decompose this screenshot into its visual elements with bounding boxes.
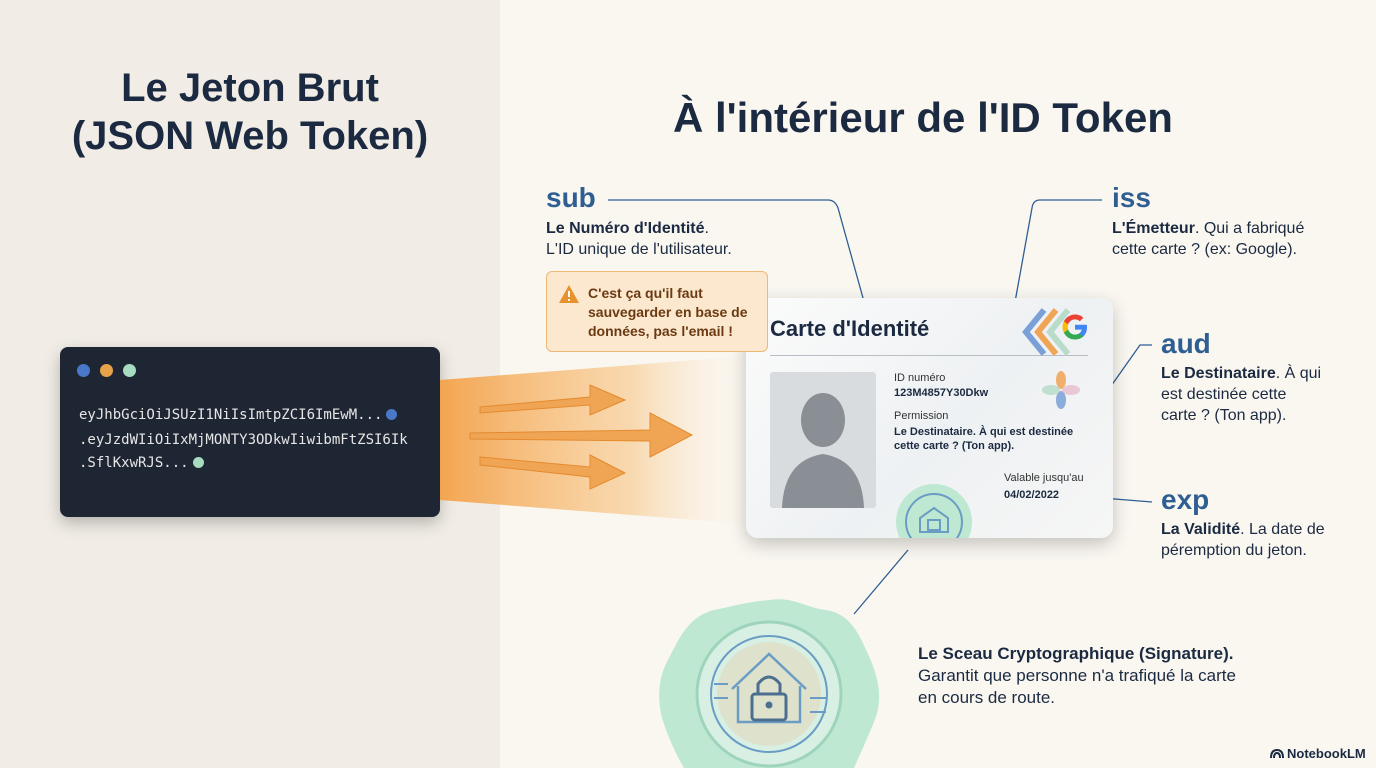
warning-callout: C'est ça qu'il faut sauvegarder en base … — [546, 271, 768, 352]
exp-claim-key: exp — [1161, 484, 1210, 515]
signature-marker-icon — [192, 457, 204, 468]
exp-claim-description: La Validité. La date de péremption du je… — [1161, 519, 1361, 561]
header-marker-icon — [386, 409, 398, 420]
signature-line3: en cours de route. — [918, 688, 1056, 707]
small-seal-icon — [896, 484, 972, 538]
notebooklm-brand: NotebookLM — [1270, 746, 1366, 761]
exp-claim-line1: La Validité. La date de — [1161, 519, 1361, 540]
aud-claim-name: Le Destinataire — [1161, 365, 1276, 382]
aud-claim-suffix: . À qui — [1275, 365, 1322, 382]
sub-claim-key: sub — [546, 182, 596, 213]
iss-claim-suffix: . Qui a fabriqué — [1194, 220, 1305, 237]
window-dot-orange — [100, 364, 113, 377]
iss-claim-key: iss — [1112, 182, 1151, 213]
warning-line2: sauvegarder en base de — [588, 304, 748, 320]
wax-seal-icon — [659, 599, 880, 768]
validity-label: Valable jusqu'au — [1004, 472, 1084, 484]
sub-claim-line1: Le Numéro d'Identité. — [546, 218, 806, 239]
warning-line1: C'est ça qu'il faut — [588, 285, 703, 301]
brand-text: NotebookLM — [1287, 746, 1366, 761]
id-number-label: ID numéro — [894, 372, 946, 384]
notebooklm-logo-icon — [1270, 748, 1284, 759]
exp-claim-line2: péremption du jeton. — [1161, 542, 1307, 559]
window-dot-blue — [77, 364, 90, 377]
sub-claim-description: Le Numéro d'Identité. L'ID unique de l'u… — [546, 218, 806, 260]
terminal-window: eyJhbGciOiJSUzI1NiIsImtpZCI6ImEwM... .ey… — [60, 347, 440, 517]
decode-beam — [440, 355, 760, 525]
exp-claim-suffix: . La date de — [1240, 521, 1325, 538]
jwt-signature-text: .SflKxwRJS... — [79, 455, 189, 471]
id-card: Carte d'Identité ID numéro 123M4857Y30Dk… — [746, 298, 1113, 538]
warning-text: C'est ça qu'il faut sauvegarder en base … — [588, 284, 763, 341]
signature-line2: Garantit que personne n'a trafiqué la ca… — [918, 666, 1236, 685]
warning-icon — [559, 285, 579, 303]
iss-claim-line2: cette carte ? (ex: Google). — [1112, 241, 1297, 258]
id-number-value: 123M4857Y30Dkw — [894, 387, 989, 399]
id-token-title: À l'intérieur de l'ID Token — [673, 94, 1173, 141]
permission-label: Permission — [894, 410, 949, 422]
arrow-icon-middle — [469, 412, 694, 458]
hologram-icon — [1042, 371, 1080, 409]
raw-token-title: Le Jeton Brut (JSON Web Token) — [0, 64, 500, 160]
warning-line3: données, pas l'email ! — [588, 323, 733, 339]
user-photo-icon — [770, 372, 876, 508]
google-logo-icon — [1062, 314, 1087, 340]
aud-claim-line1: Le Destinataire. À qui — [1161, 363, 1361, 384]
jwt-header-line: eyJhbGciOiJSUzI1NiIsImtpZCI6ImEwM... — [79, 407, 398, 423]
permission-value-line2: cette carte ? (Ton app). — [894, 440, 1015, 452]
permission-value-line1: Le Destinataire. À qui est destinée — [894, 426, 1074, 438]
sub-claim-line2: L'ID unique de l'utilisateur. — [546, 241, 732, 258]
sub-claim-suffix: . — [704, 220, 709, 237]
jwt-header-text: eyJhbGciOiJSUzI1NiIsImtpZCI6ImEwM... — [79, 407, 383, 423]
jwt-payload-text: .eyJzdWIiOiIxMjMONTY3ODkwIiwibmFtZSI6Ik — [79, 432, 408, 448]
jwt-payload-line: .eyJzdWIiOiIxMjMONTY3ODkwIiwibmFtZSI6Ik — [79, 432, 408, 448]
raw-token-title-line1: Le Jeton Brut — [121, 66, 379, 110]
window-dot-green — [123, 364, 136, 377]
signature-description: Le Sceau Cryptographique (Signature). Ga… — [918, 643, 1298, 709]
iss-claim-name: L'Émetteur — [1112, 220, 1195, 237]
aud-claim-key: aud — [1161, 328, 1211, 359]
aud-claim-description: Le Destinataire. À qui est destinée cett… — [1161, 363, 1361, 426]
iss-claim-description: L'Émetteur. Qui a fabriqué cette carte ?… — [1112, 218, 1352, 260]
jwt-signature-line: .SflKxwRJS... — [79, 455, 204, 471]
sub-claim-name: Le Numéro d'Identité — [546, 220, 705, 237]
chevron-logo-icon — [1022, 308, 1071, 356]
validity-value: 04/02/2022 — [1004, 489, 1060, 501]
card-divider — [770, 355, 1088, 356]
signature-title: Le Sceau Cryptographique (Signature). — [918, 644, 1234, 663]
exp-claim-name: La Validité — [1161, 521, 1241, 538]
raw-token-title-line2: (JSON Web Token) — [71, 114, 429, 158]
arrow-icon-bottom — [479, 454, 627, 490]
iss-claim-line1: L'Émetteur. Qui a fabriqué — [1112, 218, 1352, 239]
card-title: Carte d'Identité — [770, 316, 930, 341]
aud-claim-line3: carte ? (Ton app). — [1161, 407, 1287, 424]
arrow-icon-top — [479, 384, 627, 416]
aud-claim-line2: est destinée cette — [1161, 386, 1287, 403]
